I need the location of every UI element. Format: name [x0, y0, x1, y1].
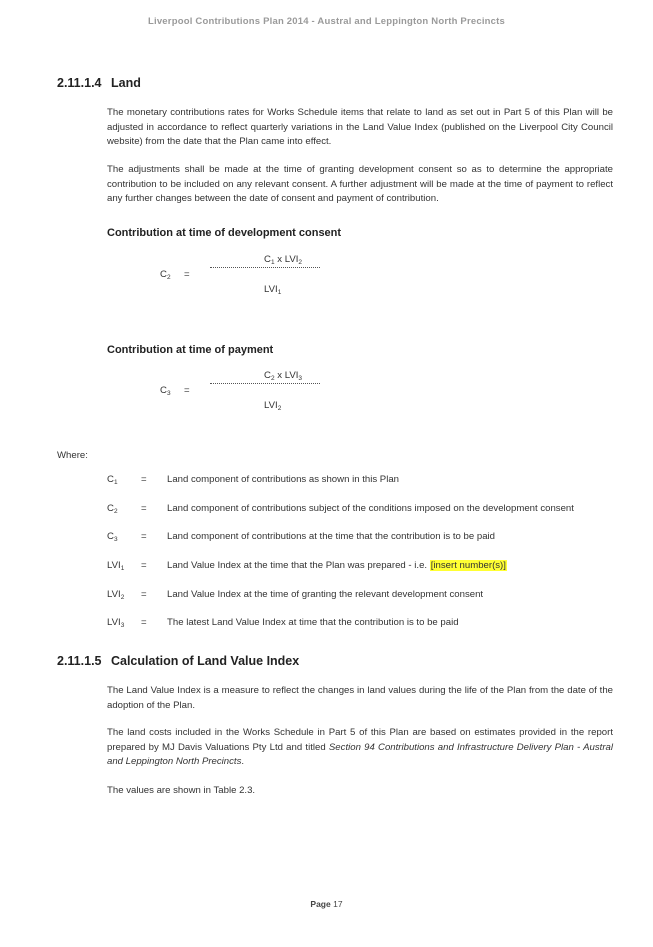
definition-equals: =	[141, 560, 147, 571]
definition-symbol: C2	[107, 503, 118, 515]
definition-text: Land component of contributions subject …	[167, 503, 574, 514]
page-label: Page	[310, 899, 331, 909]
report-title: Section 94 Contributions and Infrastruct…	[107, 741, 613, 768]
formula-equals: =	[184, 385, 190, 396]
definition-symbol: C1	[107, 474, 118, 486]
section-number: 2.11.1.4	[57, 76, 102, 90]
definition-equals: =	[141, 589, 147, 600]
definition-equals: =	[141, 503, 147, 514]
section-heading-land: 2.11.1.4 Land	[57, 76, 141, 90]
definition-text: Land Value Index at the time of granting…	[167, 589, 484, 600]
definition-symbol: C3	[107, 531, 118, 543]
definition-text: Land component of contributions as shown…	[167, 474, 399, 485]
highlighted-placeholder: [insert number(s)]	[429, 560, 507, 571]
definition-symbol: LVI3	[107, 617, 125, 629]
page-footer: Page 17	[0, 899, 653, 909]
where-label: Where:	[57, 450, 88, 461]
running-header: Liverpool Contributions Plan 2014 - Aust…	[147, 16, 505, 27]
section-heading-lvi: 2.11.1.5 Calculation of Land Value Index	[57, 654, 299, 668]
definition-equals: =	[141, 617, 147, 628]
formula-denominator: LVI1	[264, 284, 282, 296]
definition-text: The latest Land Value Index at time that…	[167, 617, 459, 628]
lvi-paragraph-1: The Land Value Index is a measure to ref…	[107, 685, 613, 711]
definition-text: Land Value Index at the time that the Pl…	[167, 560, 507, 571]
fraction-line	[210, 267, 320, 268]
lvi-paragraph-2: The land costs included in the Works Sch…	[107, 727, 613, 768]
formula-numerator: C1 x LVI2	[264, 254, 303, 266]
formula-equals: =	[184, 269, 190, 280]
formula-denominator: LVI2	[264, 400, 282, 412]
definition-equals: =	[141, 531, 147, 542]
formula-lhs: C2	[160, 269, 171, 281]
definition-equals: =	[141, 474, 147, 485]
section-title: Land	[110, 76, 141, 90]
formula-lhs: C3	[160, 385, 171, 397]
fraction-line	[210, 383, 320, 384]
formula-consent: C2 = C1 x LVI2 LVI1	[160, 254, 340, 304]
definition-symbol: LVI2	[107, 589, 125, 601]
definition-symbol: LVI1	[107, 560, 125, 572]
lvi-paragraph-3: The values are shown in Table 2.3.	[107, 785, 256, 796]
land-paragraph-2: The adjustments shall be made at the tim…	[107, 164, 613, 204]
section-title: Calculation of Land Value Index	[110, 654, 300, 668]
formula1-heading: Contribution at time of development cons…	[107, 227, 342, 239]
formula-payment: C3 = C2 x LVI3 LVI2	[160, 370, 340, 420]
formula2-heading: Contribution at time of payment	[107, 344, 274, 356]
formula-numerator: C2 x LVI3	[264, 370, 303, 382]
definition-text: Land component of contributions at the t…	[167, 531, 495, 542]
page-number: 17	[333, 899, 343, 909]
land-paragraph-1: The monetary contributions rates for Wor…	[107, 107, 613, 147]
section-number: 2.11.1.5	[57, 654, 102, 668]
